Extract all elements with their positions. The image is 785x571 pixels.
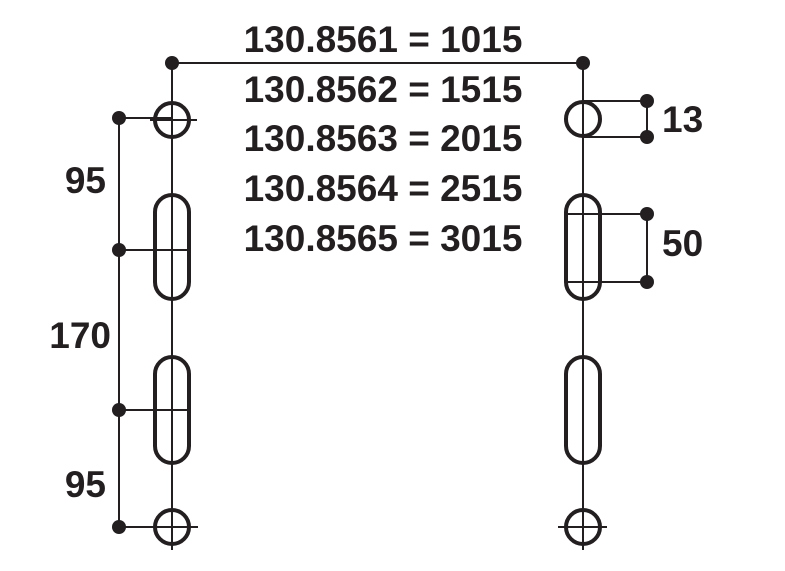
left-top-dimension-label: 95 — [65, 160, 106, 201]
right-hole-dimension: 13 — [583, 94, 703, 144]
left-dimension-chain: 95 170 95 — [49, 111, 172, 534]
right-bottom-hole — [558, 508, 607, 546]
right-hole-dimension-label: 13 — [662, 99, 703, 140]
left-dim-dot-4 — [112, 520, 126, 534]
left-bottom-dimension-label: 95 — [65, 464, 106, 505]
left-upper-slot — [119, 193, 191, 301]
right-upper-slot — [564, 193, 602, 301]
right-lower-slot — [564, 355, 602, 465]
spec-line-1: 130.8561 = 1015 — [244, 19, 523, 60]
spec-line-2: 130.8562 = 1515 — [244, 69, 523, 110]
left-dim-dot-1 — [112, 111, 126, 125]
left-plate — [119, 63, 198, 550]
spec-line-3: 130.8563 = 2015 — [244, 118, 523, 159]
left-dim-dot-3 — [112, 403, 126, 417]
right-plate — [558, 63, 607, 550]
spec-list: 130.8561 = 1015 130.8562 = 1515 130.8563… — [244, 19, 523, 259]
right-slot-dimension-label: 50 — [662, 223, 703, 264]
left-bottom-hole — [119, 508, 198, 546]
left-lower-slot — [119, 355, 191, 465]
spec-line-4: 130.8564 = 2515 — [244, 168, 523, 209]
right-slot-dimension: 50 — [568, 207, 703, 289]
left-dim-dot-2 — [112, 243, 126, 257]
left-middle-dimension-label: 170 — [49, 315, 111, 356]
spec-line-5: 130.8565 = 3015 — [244, 218, 523, 259]
left-top-hole — [150, 101, 197, 139]
